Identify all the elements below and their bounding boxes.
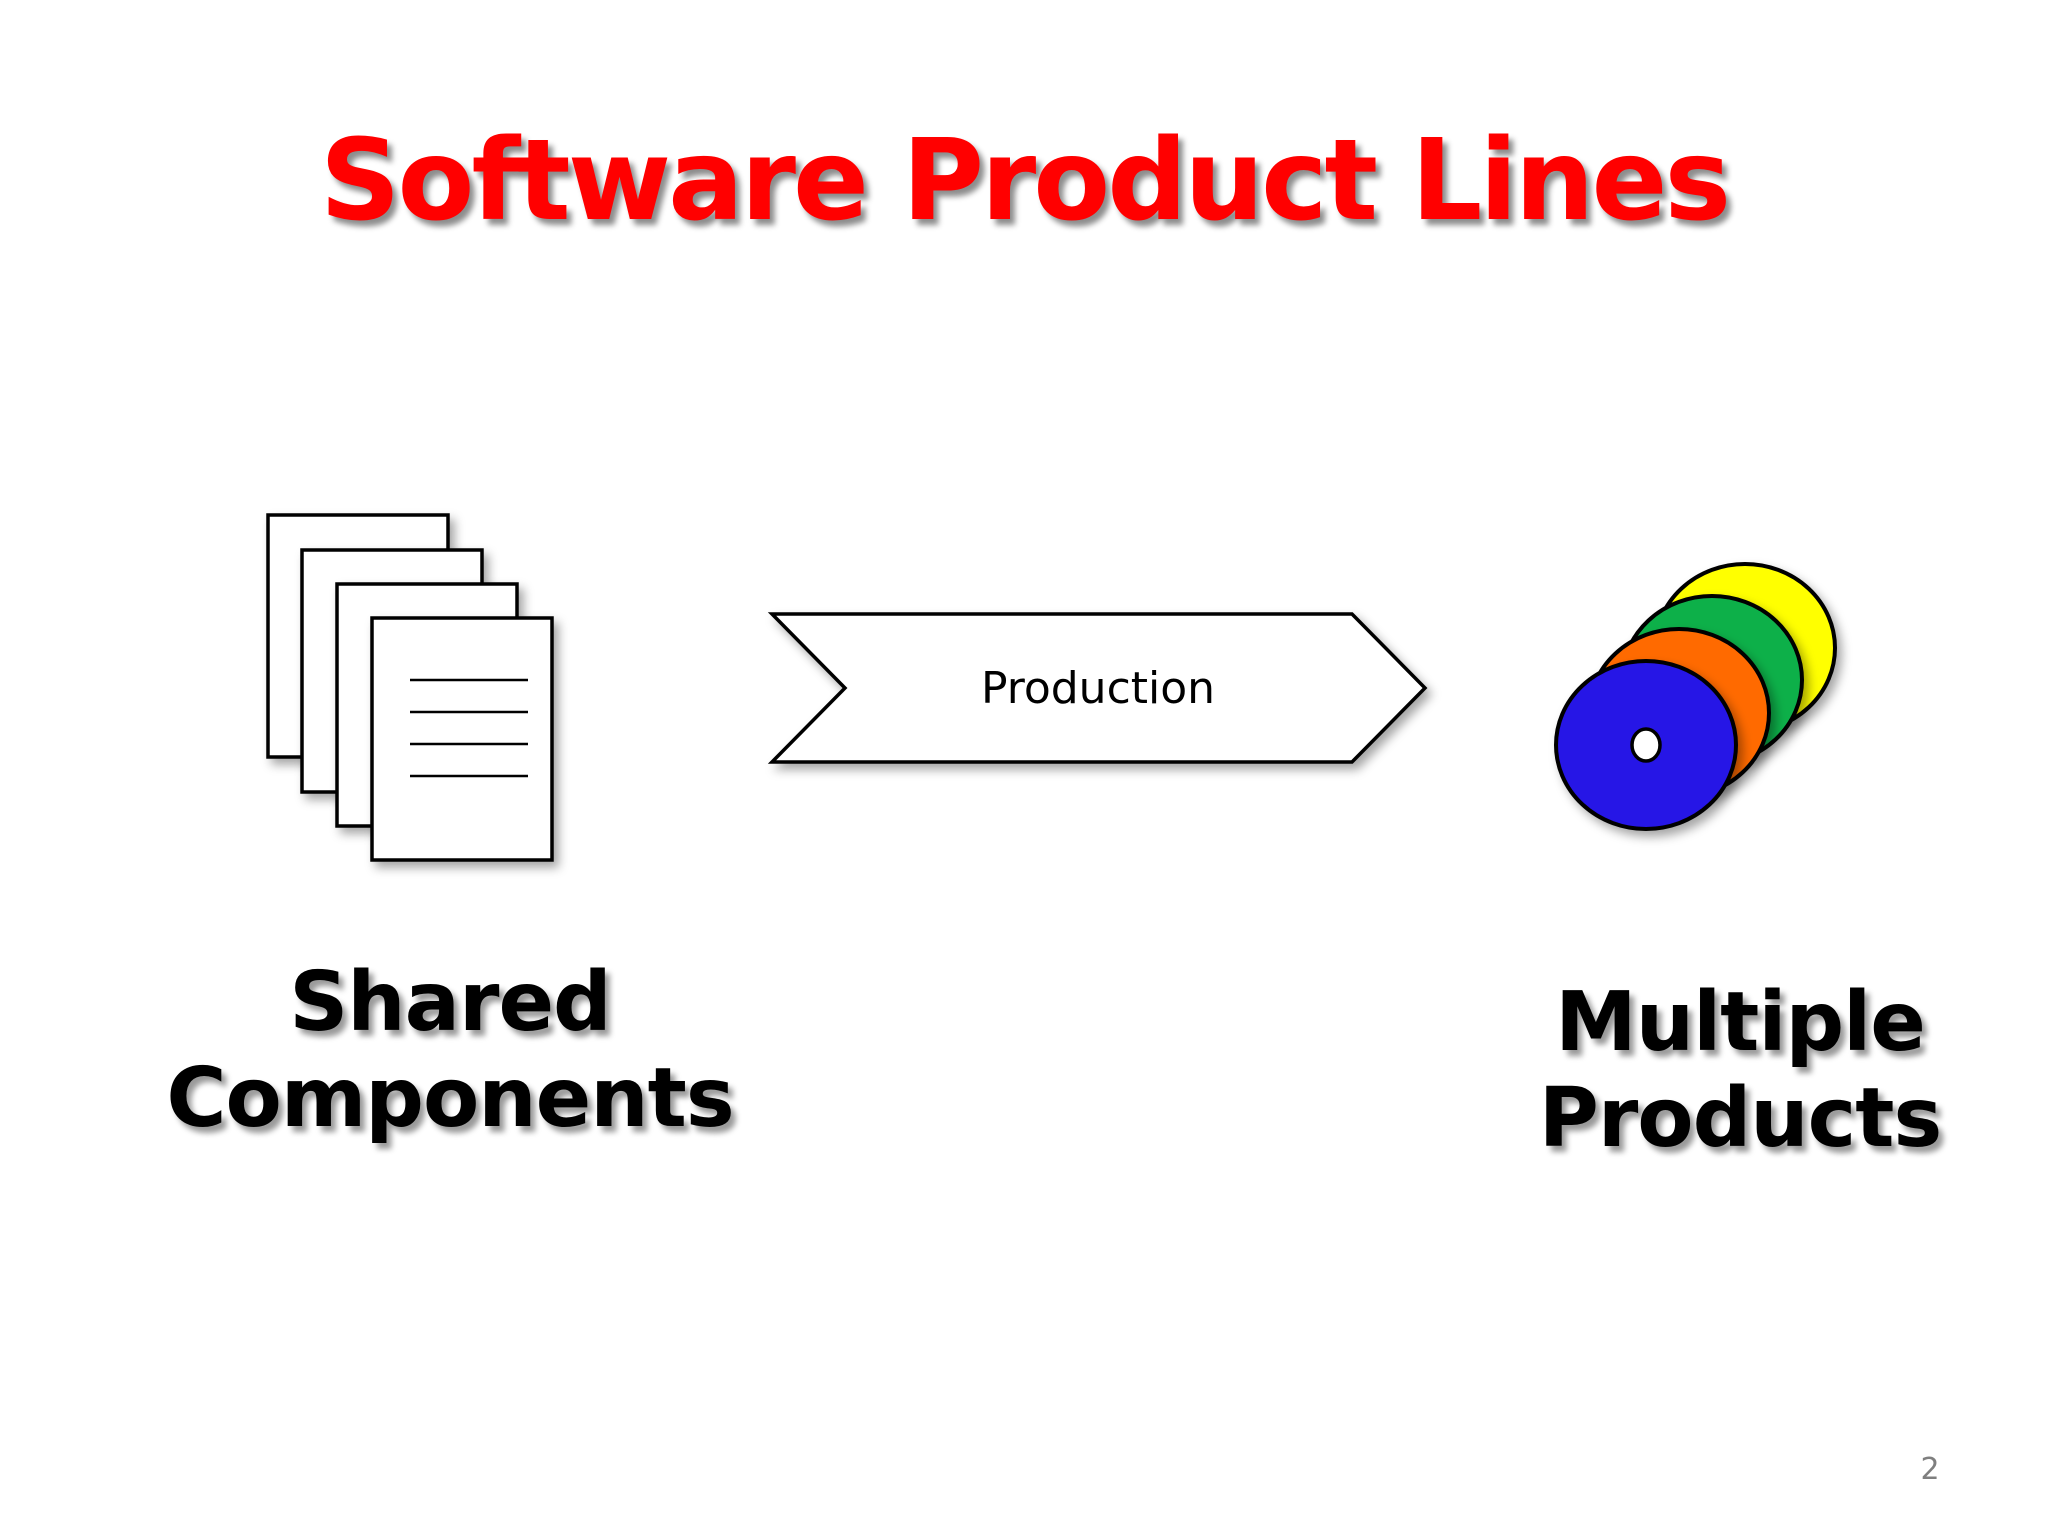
shared-components-label: Shared Components — [150, 955, 750, 1147]
shared-components-line1: Shared — [289, 955, 612, 1050]
slide-title: Software Product Lines — [319, 116, 1731, 246]
multiple-products-label: Multiple Products — [1440, 975, 2040, 1167]
disc-stack-icon — [1554, 562, 1837, 831]
multiple-products-line1: Multiple — [1555, 975, 1926, 1070]
disc-hole — [1630, 727, 1662, 763]
disc-blue-icon — [1554, 659, 1738, 831]
shared-components-line2: Components — [166, 1051, 734, 1146]
production-arrow-label: Production — [981, 663, 1215, 714]
document-stack-icon — [266, 513, 554, 862]
page-number: 2 — [1920, 1452, 1940, 1487]
production-arrow — [767, 612, 1428, 764]
multiple-products-line2: Products — [1538, 1071, 1943, 1166]
document-sheet-front — [370, 616, 554, 862]
